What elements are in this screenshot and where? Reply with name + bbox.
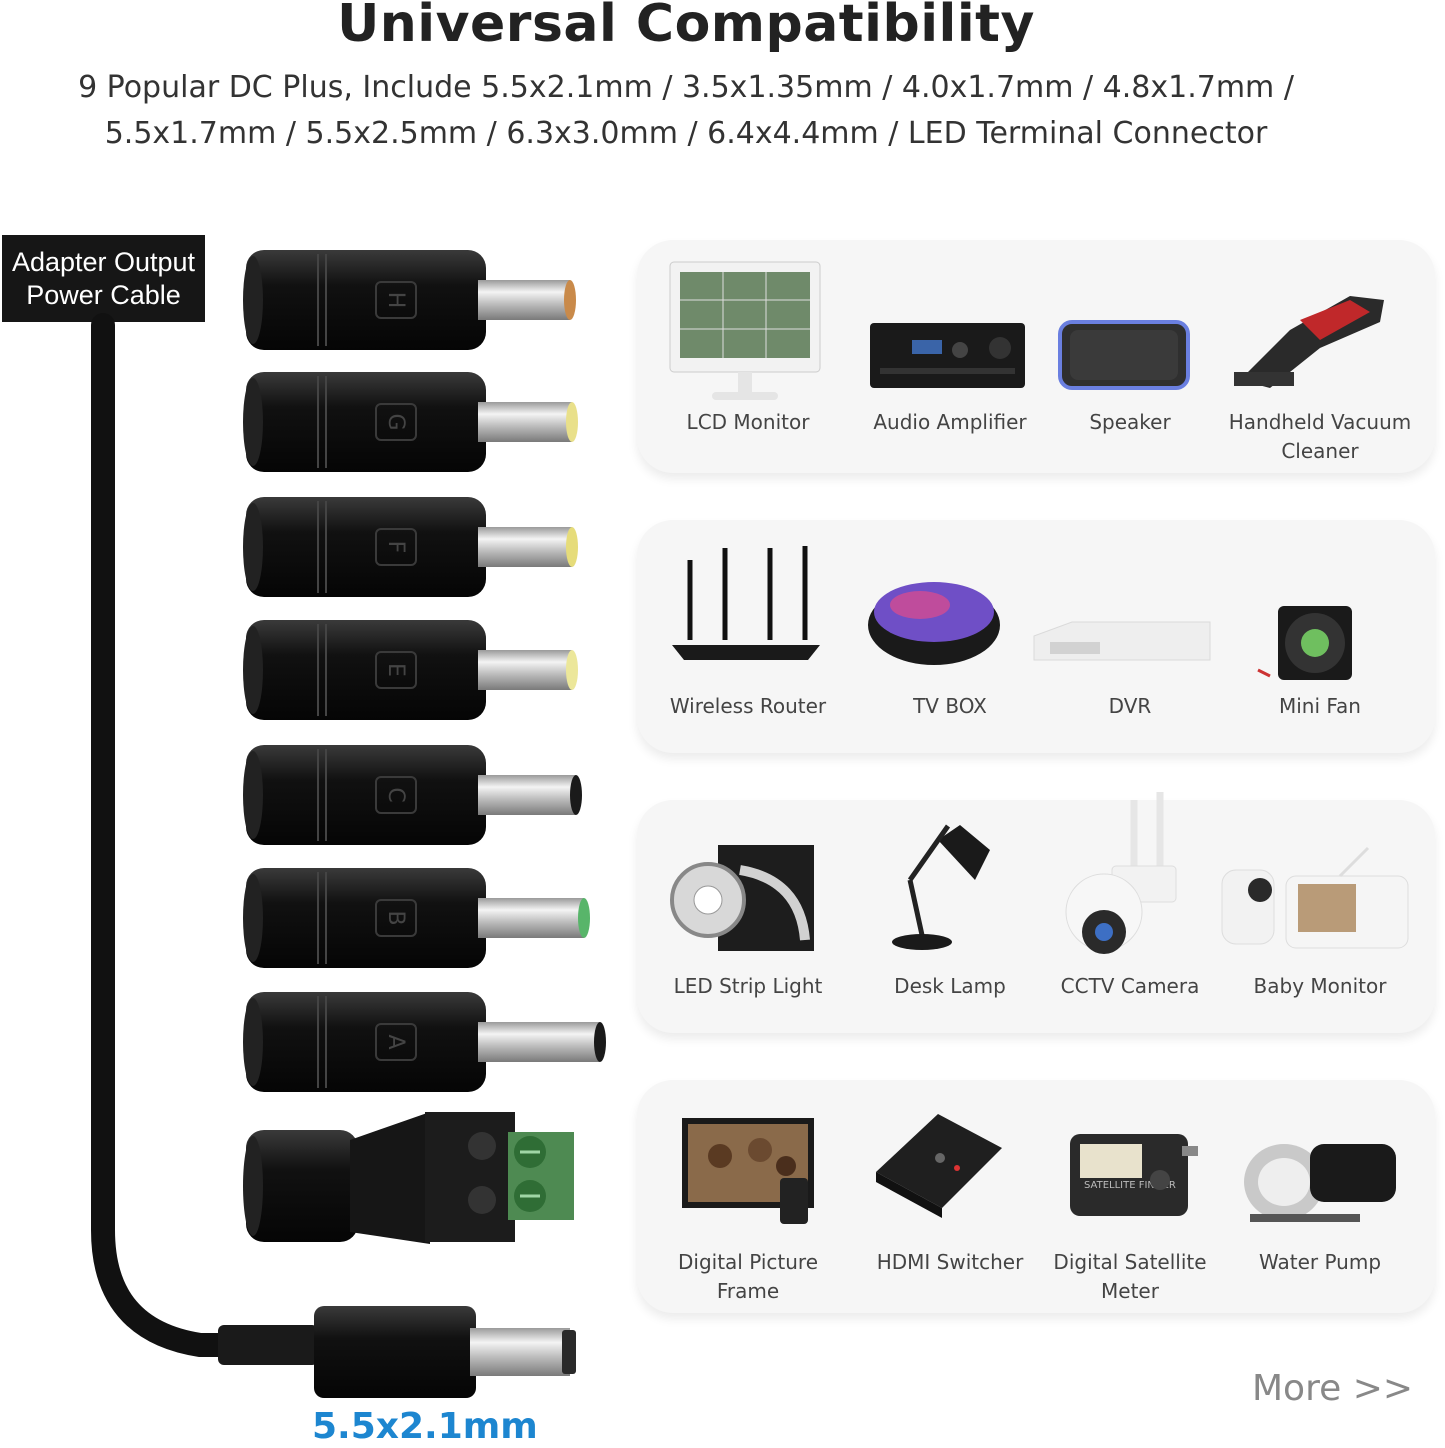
device-tv-box: TV BOX [855, 692, 1045, 721]
device-label: Water Pump [1258, 1250, 1382, 1274]
connector-illustration: H G F E C B A [91, 250, 606, 1398]
device-audio-amplifier: Audio Amplifier [855, 408, 1045, 437]
device-label: Speaker [1089, 410, 1171, 434]
device-label: Desk Lamp [894, 974, 1006, 998]
tip-letter-e: E [383, 663, 408, 677]
device-mini-fan: Mini Fan [1220, 692, 1420, 721]
output-plug [218, 1306, 576, 1398]
device-label: Audio Amplifier [873, 410, 1027, 434]
device-label: Mini Fan [1278, 694, 1361, 718]
tip-letter-h: H [383, 292, 408, 309]
tip-connector-c: C [243, 745, 582, 845]
tip-connector-e: E [243, 620, 578, 720]
device-label: Digital Picture Frame [678, 1250, 818, 1303]
device-speaker: Speaker [1045, 408, 1215, 437]
device-dvr: DVR [1045, 692, 1215, 721]
adapter-output-label: Adapter Output Power Cable [2, 235, 205, 322]
adapter-label-line-2: Power Cable [26, 279, 181, 310]
tip-letter-c: C [383, 787, 408, 802]
power-cable [91, 313, 242, 1357]
device-label: DVR [1108, 694, 1152, 718]
tip-connector-g: G [243, 372, 578, 472]
tip-letter-f: F [383, 541, 408, 554]
subtitle-line-2: 5.5x1.7mm / 5.5x2.5mm / 6.3x3.0mm / 6.4x… [104, 116, 1268, 151]
tip-rows: H G F E C B A [243, 250, 606, 1092]
adapter-label-line-1: Adapter Output [11, 246, 196, 277]
tip-letter-g: G [383, 413, 408, 430]
device-digital-picture-frame: Digital Picture Frame [663, 1248, 833, 1306]
more-link[interactable]: More >> [1252, 1368, 1414, 1409]
device-label: CCTV Camera [1060, 974, 1200, 998]
device-label: LCD Monitor [686, 410, 810, 434]
plug-size-label: 5.5x2.1mm [312, 1406, 538, 1447]
tip-letter-a: A [383, 1034, 408, 1049]
device-label: Digital Satellite Meter [1053, 1250, 1207, 1303]
device-lcd-monitor: LCD Monitor [663, 408, 833, 437]
tip-connector-f: F [243, 497, 578, 597]
device-label: Handheld Vacuum Cleaner [1228, 410, 1412, 463]
device-label: LED Strip Light [673, 974, 823, 998]
device-handheld-vacuum-cleaner: Handheld Vacuum Cleaner [1220, 408, 1420, 466]
device-led-strip-light: LED Strip Light [663, 972, 833, 1001]
device-water-pump: Water Pump [1220, 1248, 1420, 1277]
tip-connector-h: H [243, 250, 576, 350]
device-hdmi-switcher: HDMI Switcher [855, 1248, 1045, 1277]
tip-connector-b: B [243, 868, 590, 968]
tip-connector-a: A [243, 992, 606, 1092]
led-terminal-connector [243, 1112, 574, 1244]
device-label: TV BOX [913, 694, 987, 718]
device-label: Baby Monitor [1253, 974, 1387, 998]
device-cctv-camera: CCTV Camera [1045, 972, 1215, 1001]
device-baby-monitor: Baby Monitor [1220, 972, 1420, 1001]
device-desk-lamp: Desk Lamp [855, 972, 1045, 1001]
subtitle-line-1: 9 Popular DC Plus, Include 5.5x2.1mm / 3… [78, 70, 1294, 105]
page-title: Universal Compatibility [337, 0, 1035, 54]
device-label: HDMI Switcher [876, 1250, 1024, 1274]
device-digital-satellite-meter: Digital Satellite Meter [1045, 1248, 1215, 1306]
device-wireless-router: Wireless Router [663, 692, 833, 721]
device-label: Wireless Router [669, 694, 827, 718]
tip-letter-b: B [383, 910, 408, 925]
